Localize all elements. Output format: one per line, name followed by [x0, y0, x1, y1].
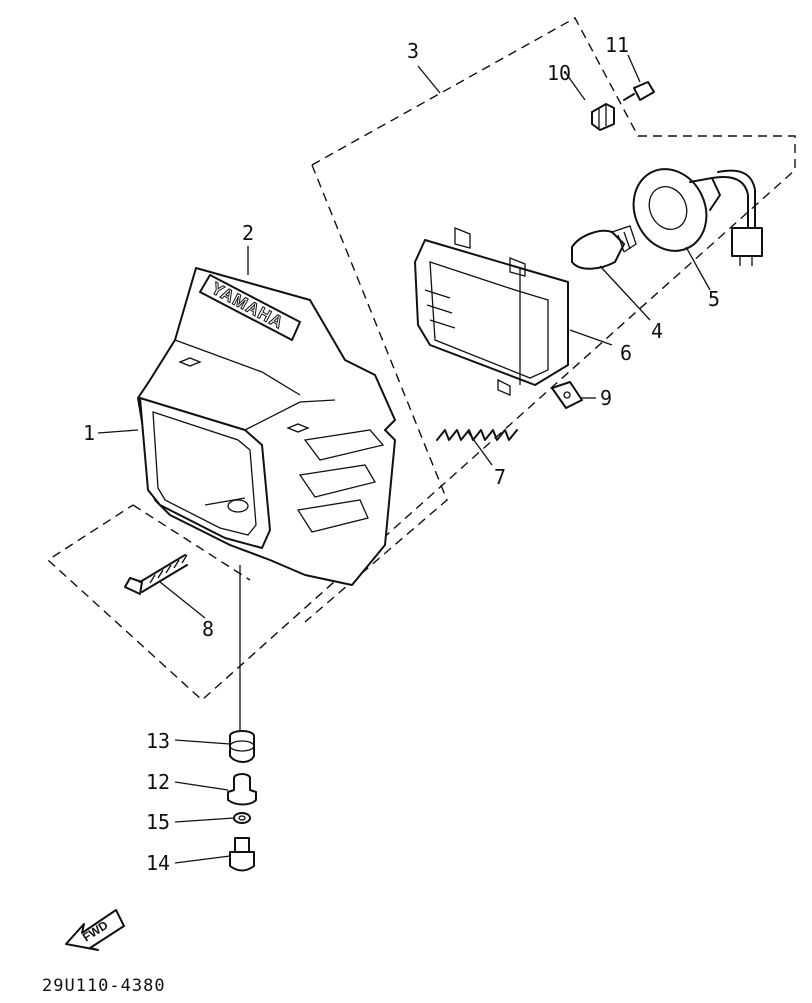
callout-8: 8 [202, 617, 214, 641]
collar-part [227, 773, 257, 806]
callout-5: 5 [708, 287, 720, 311]
callout-15: 15 [146, 810, 170, 834]
washer-part [233, 812, 251, 824]
callout-9: 9 [600, 386, 612, 410]
bolt-part [229, 837, 255, 872]
bulb-part [571, 225, 637, 270]
assembly-boundary [46, 17, 796, 701]
callout-7: 7 [494, 465, 506, 489]
callout-6: 6 [620, 341, 632, 365]
callout-14: 14 [146, 851, 170, 875]
callout-3: 3 [407, 39, 419, 63]
spring-part [436, 429, 518, 441]
callout-12: 12 [146, 770, 170, 794]
callout-1: 1 [83, 421, 95, 445]
leader-lines [97, 54, 711, 864]
forward-arrow-icon: FWD [65, 909, 125, 951]
socket-part [632, 168, 763, 266]
callout-4: 4 [651, 319, 663, 343]
drawing-code: 29U110-4380 [42, 976, 166, 996]
callout-2: 2 [242, 221, 254, 245]
callouts: 1 2 3 4 5 6 7 8 9 10 11 12 13 14 15 [83, 33, 720, 875]
callout-10: 10 [547, 61, 571, 85]
lens-unit-part [414, 227, 569, 396]
callout-11: 11 [605, 33, 629, 57]
screw-11-part [623, 81, 655, 101]
nut-part [551, 381, 583, 409]
clip-part [591, 103, 615, 131]
headlight-cover-part [137, 267, 396, 586]
screw-8-part [124, 554, 188, 595]
callout-13: 13 [146, 729, 170, 753]
grommet-part [229, 730, 255, 763]
